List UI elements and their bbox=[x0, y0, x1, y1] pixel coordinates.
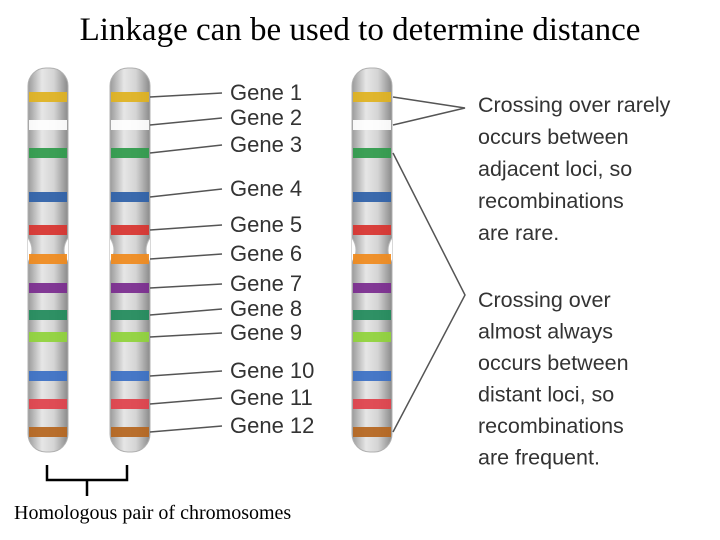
annotation-connector-2 bbox=[392, 152, 466, 433]
chromosome-3 bbox=[351, 67, 393, 453]
gene-pointer-8 bbox=[149, 308, 223, 316]
gene-pointer-6 bbox=[149, 253, 223, 260]
gene-band-10 bbox=[29, 371, 67, 381]
gene-band-3 bbox=[353, 148, 391, 158]
slide-title: Linkage can be used to determine distanc… bbox=[79, 12, 641, 48]
gene-band-8 bbox=[353, 310, 391, 320]
gene-band-2 bbox=[353, 120, 391, 130]
gene-band-5 bbox=[29, 225, 67, 235]
gene-band-10 bbox=[111, 371, 149, 381]
gene-pointer-11 bbox=[149, 397, 223, 405]
gene-band-11 bbox=[111, 399, 149, 409]
gene-pointer-9 bbox=[149, 332, 223, 338]
gene-label-4: Gene 4 bbox=[230, 176, 302, 201]
gene-label-12: Gene 12 bbox=[230, 413, 314, 438]
gene-label-3: Gene 3 bbox=[230, 132, 302, 157]
gene-pointer-10 bbox=[149, 370, 223, 377]
gene-band-6 bbox=[29, 254, 67, 264]
gene-band-5 bbox=[353, 225, 391, 235]
gene-band-12 bbox=[29, 427, 67, 437]
gene-band-3 bbox=[29, 148, 67, 158]
gene-label-5: Gene 5 bbox=[230, 212, 302, 237]
gene-label-6: Gene 6 bbox=[230, 241, 302, 266]
annotation-connector-1 bbox=[392, 96, 466, 126]
gene-band-11 bbox=[353, 399, 391, 409]
gene-band-6 bbox=[353, 254, 391, 264]
gene-band-10 bbox=[353, 371, 391, 381]
gene-band-9 bbox=[353, 332, 391, 342]
gene-label-9: Gene 9 bbox=[230, 320, 302, 345]
gene-band-11 bbox=[29, 399, 67, 409]
gene-band-12 bbox=[111, 427, 149, 437]
gene-band-7 bbox=[29, 283, 67, 293]
gene-band-8 bbox=[29, 310, 67, 320]
gene-band-4 bbox=[111, 192, 149, 202]
chromosome-1 bbox=[27, 67, 69, 453]
gene-band-5 bbox=[111, 225, 149, 235]
gene-pointer-12 bbox=[149, 425, 223, 433]
gene-band-9 bbox=[111, 332, 149, 342]
gene-pointer-2 bbox=[149, 117, 223, 126]
gene-label-8: Gene 8 bbox=[230, 296, 302, 321]
gene-label-11: Gene 11 bbox=[230, 385, 313, 410]
gene-pointer-3 bbox=[149, 144, 223, 154]
gene-pointer-4 bbox=[149, 188, 223, 198]
pair-caption: Homologous pair of chromosomes bbox=[14, 502, 292, 524]
gene-band-4 bbox=[29, 192, 67, 202]
gene-band-4 bbox=[353, 192, 391, 202]
gene-pointer-5 bbox=[149, 224, 223, 231]
gene-label-7: Gene 7 bbox=[230, 271, 302, 296]
gene-band-8 bbox=[111, 310, 149, 320]
gene-label-1: Gene 1 bbox=[230, 80, 302, 105]
gene-band-7 bbox=[111, 283, 149, 293]
gene-label-2: Gene 2 bbox=[230, 105, 302, 130]
gene-pointer-1 bbox=[149, 92, 223, 98]
gene-label-10: Gene 10 bbox=[230, 358, 314, 383]
gene-band-1 bbox=[111, 92, 149, 102]
gene-band-7 bbox=[353, 283, 391, 293]
gene-band-1 bbox=[353, 92, 391, 102]
gene-band-1 bbox=[29, 92, 67, 102]
pair-bracket bbox=[45, 465, 129, 496]
gene-band-3 bbox=[111, 148, 149, 158]
gene-pointer-7 bbox=[149, 283, 223, 289]
gene-band-6 bbox=[111, 254, 149, 264]
gene-band-12 bbox=[353, 427, 391, 437]
gene-band-2 bbox=[111, 120, 149, 130]
gene-band-9 bbox=[29, 332, 67, 342]
gene-band-2 bbox=[29, 120, 67, 130]
chromosome-2 bbox=[109, 67, 151, 453]
